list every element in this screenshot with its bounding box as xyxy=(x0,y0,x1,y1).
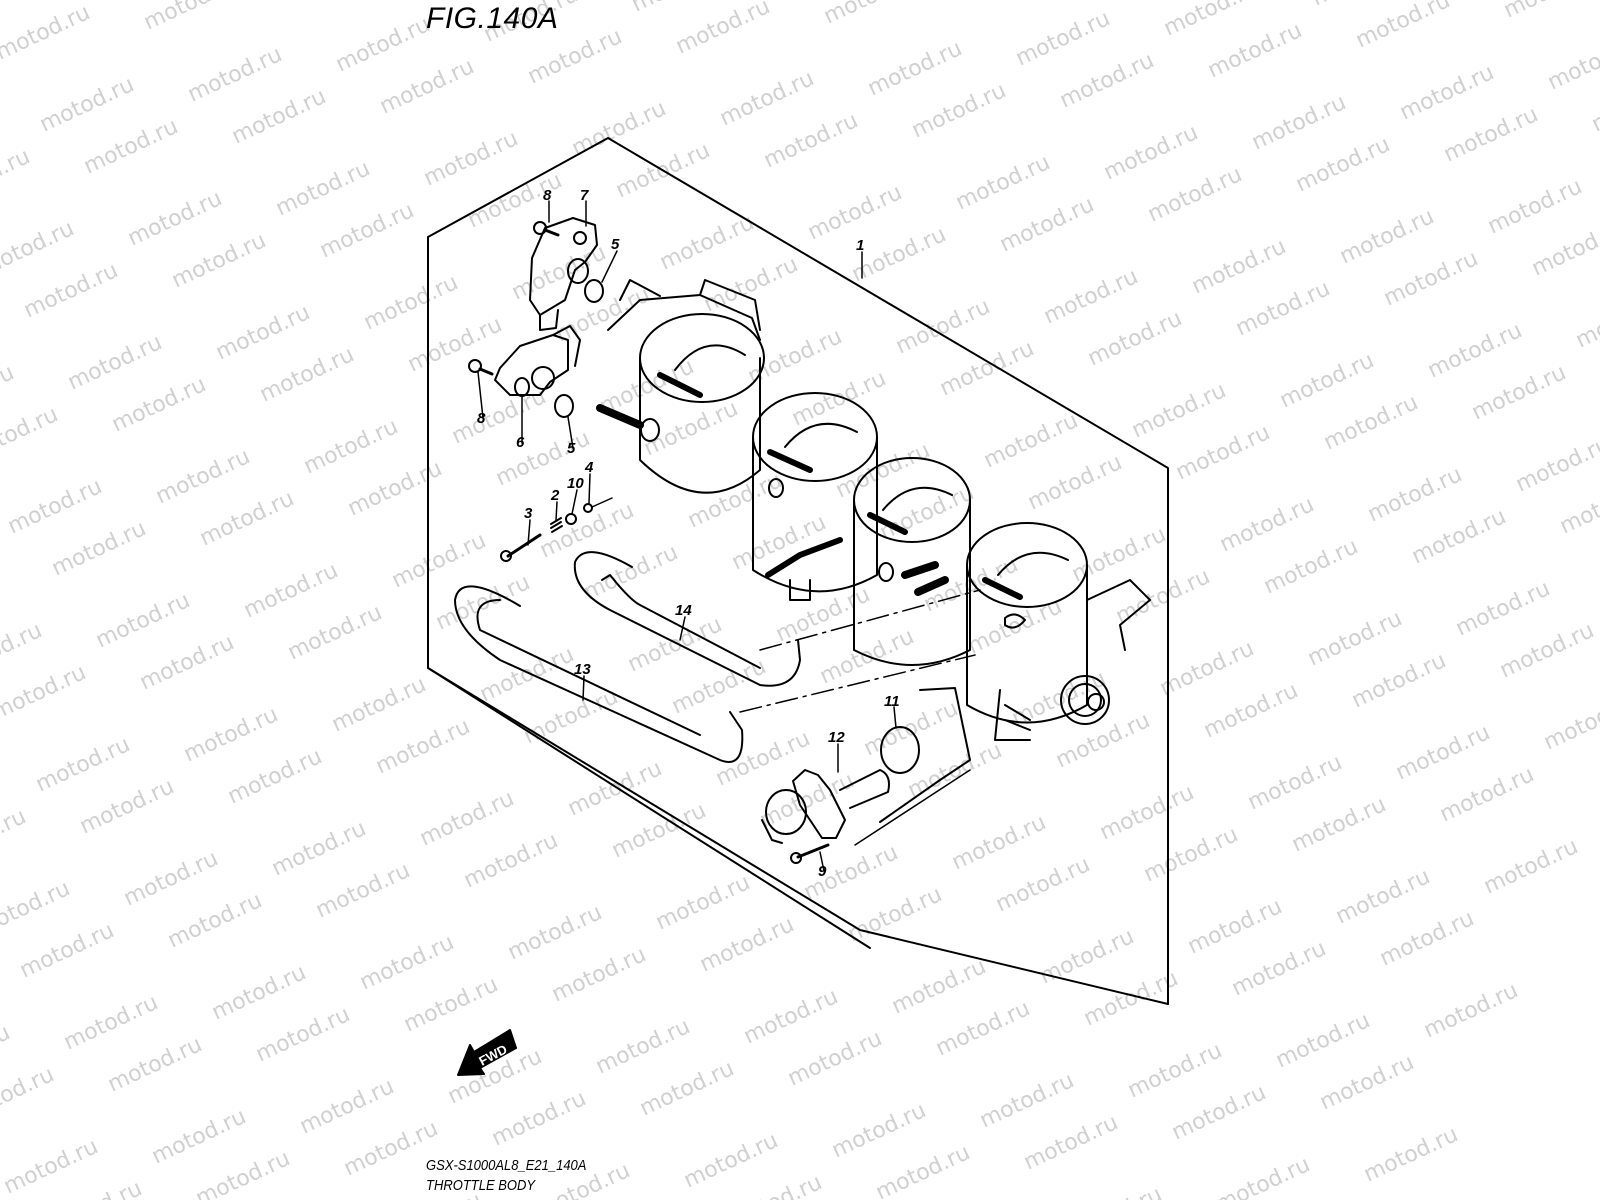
callout-5a: 5 xyxy=(611,236,620,253)
figure-code: GSX-S1000AL8_E21_140A xyxy=(426,1156,587,1174)
callout-8a: 8 xyxy=(543,187,552,204)
callout-13: 13 xyxy=(574,661,591,678)
leader-lines xyxy=(477,200,981,872)
washer-10 xyxy=(565,513,577,525)
callout-5b: 5 xyxy=(567,440,576,457)
hose-14 xyxy=(573,551,801,687)
assembly-outline xyxy=(427,137,1169,1005)
callout-6: 6 xyxy=(516,434,525,451)
o-ring-5-upper xyxy=(584,279,604,303)
callout-3: 3 xyxy=(524,505,533,522)
sensor-7 xyxy=(529,217,598,331)
fwd-label: FWD xyxy=(476,1041,509,1068)
callout-2: 2 xyxy=(550,487,560,504)
callout-8b: 8 xyxy=(477,410,486,427)
figure-name: THROTTLE BODY xyxy=(426,1176,536,1194)
figure-title: FIG.140A xyxy=(426,2,559,35)
screw-3 xyxy=(500,533,542,562)
callout-12: 12 xyxy=(828,729,845,746)
valve-12 xyxy=(761,769,890,844)
callout-9: 9 xyxy=(818,863,827,880)
callout-10: 10 xyxy=(567,475,584,492)
bolt-8-upper xyxy=(533,221,560,237)
callout-7: 7 xyxy=(580,187,589,204)
callout-1: 1 xyxy=(856,237,864,254)
inset-bracket xyxy=(879,687,971,823)
sensor-6 xyxy=(494,325,581,397)
o-ring-5-lower xyxy=(554,394,574,418)
throttle-body-4 xyxy=(966,522,1151,741)
fwd-arrow-icon: FWD xyxy=(457,1029,517,1076)
throttle-body-3 xyxy=(853,457,971,666)
callout-4: 4 xyxy=(584,459,594,476)
callout-11: 11 xyxy=(884,693,900,710)
bolt-8-lower xyxy=(468,359,494,376)
callout-14: 14 xyxy=(675,602,692,619)
spring-2 xyxy=(550,517,563,533)
o-ring-11 xyxy=(880,726,920,774)
screw-9 xyxy=(790,843,830,864)
throttle-body-1 xyxy=(596,279,765,494)
o-ring-4 xyxy=(583,503,593,513)
callout-labels: 1 2 3 4 5 5 6 7 8 8 9 10 11 12 13 14 xyxy=(477,187,900,880)
hose-13 xyxy=(454,585,744,763)
throttle-body-2 xyxy=(752,392,878,601)
